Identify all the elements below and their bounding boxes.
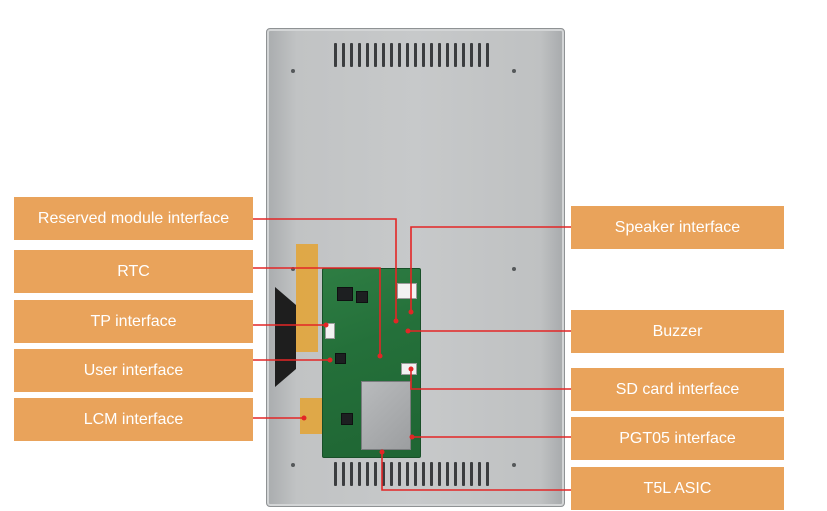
lcm-flex-cable [300,398,324,434]
pcb-connector [325,323,335,339]
vent-slot [446,462,449,486]
vent-slot [486,462,489,486]
screw [512,69,516,73]
screw [512,463,516,467]
pcb-component [356,291,368,303]
vent-slot [382,462,385,486]
vent-slot [486,43,489,67]
vent-slot [430,462,433,486]
top-vent-slots [334,43,489,67]
vent-slot [446,43,449,67]
label-buzzer: Buzzer [571,310,784,353]
label-reserved-module-interface: Reserved module interface [14,197,253,240]
label-tp-interface: TP interface [14,300,253,343]
vent-slot [390,43,393,67]
label-lcm-interface: LCM interface [14,398,253,441]
pcb-connector [401,363,417,375]
vent-slot [350,462,353,486]
label-sd-card-interface: SD card interface [571,368,784,411]
label-rtc: RTC [14,250,253,293]
vent-slot [406,43,409,67]
vent-slot [334,462,337,486]
vent-slot [398,462,401,486]
bottom-vent-slots [334,462,489,486]
pcb-component [341,413,353,425]
vent-slot [470,43,473,67]
pcb-connector [397,283,417,299]
vent-slot [478,43,481,67]
vent-slot [350,43,353,67]
pcb-component [335,353,346,364]
vent-slot [454,43,457,67]
vent-slot [366,462,369,486]
vent-slot [454,462,457,486]
vent-slot [374,43,377,67]
vent-slot [390,462,393,486]
vent-slot [366,43,369,67]
vent-slot [406,462,409,486]
vent-slot [382,43,385,67]
vent-slot [334,43,337,67]
vent-slot [358,43,361,67]
vent-slot [342,43,345,67]
label-speaker-interface: Speaker interface [571,206,784,249]
vent-slot [414,43,417,67]
vent-slot [462,43,465,67]
label-pgt05-interface: PGT05 interface [571,417,784,460]
vent-slot [478,462,481,486]
screw [291,69,295,73]
vent-slot [374,462,377,486]
vent-slot [470,462,473,486]
screw [291,463,295,467]
vent-slot [422,43,425,67]
tp-flex-cable [296,244,318,352]
pcb-component [337,287,353,301]
vent-slot [438,462,441,486]
screw [512,267,516,271]
vent-slot [398,43,401,67]
t5l-asic-shield [361,381,411,450]
vent-slot [430,43,433,67]
label-t5l-asic: T5L ASIC [571,467,784,510]
vent-slot [414,462,417,486]
vent-slot [422,462,425,486]
label-user-interface: User interface [14,349,253,392]
screw [291,267,295,271]
vent-slot [462,462,465,486]
vent-slot [358,462,361,486]
vent-slot [438,43,441,67]
vent-slot [342,462,345,486]
